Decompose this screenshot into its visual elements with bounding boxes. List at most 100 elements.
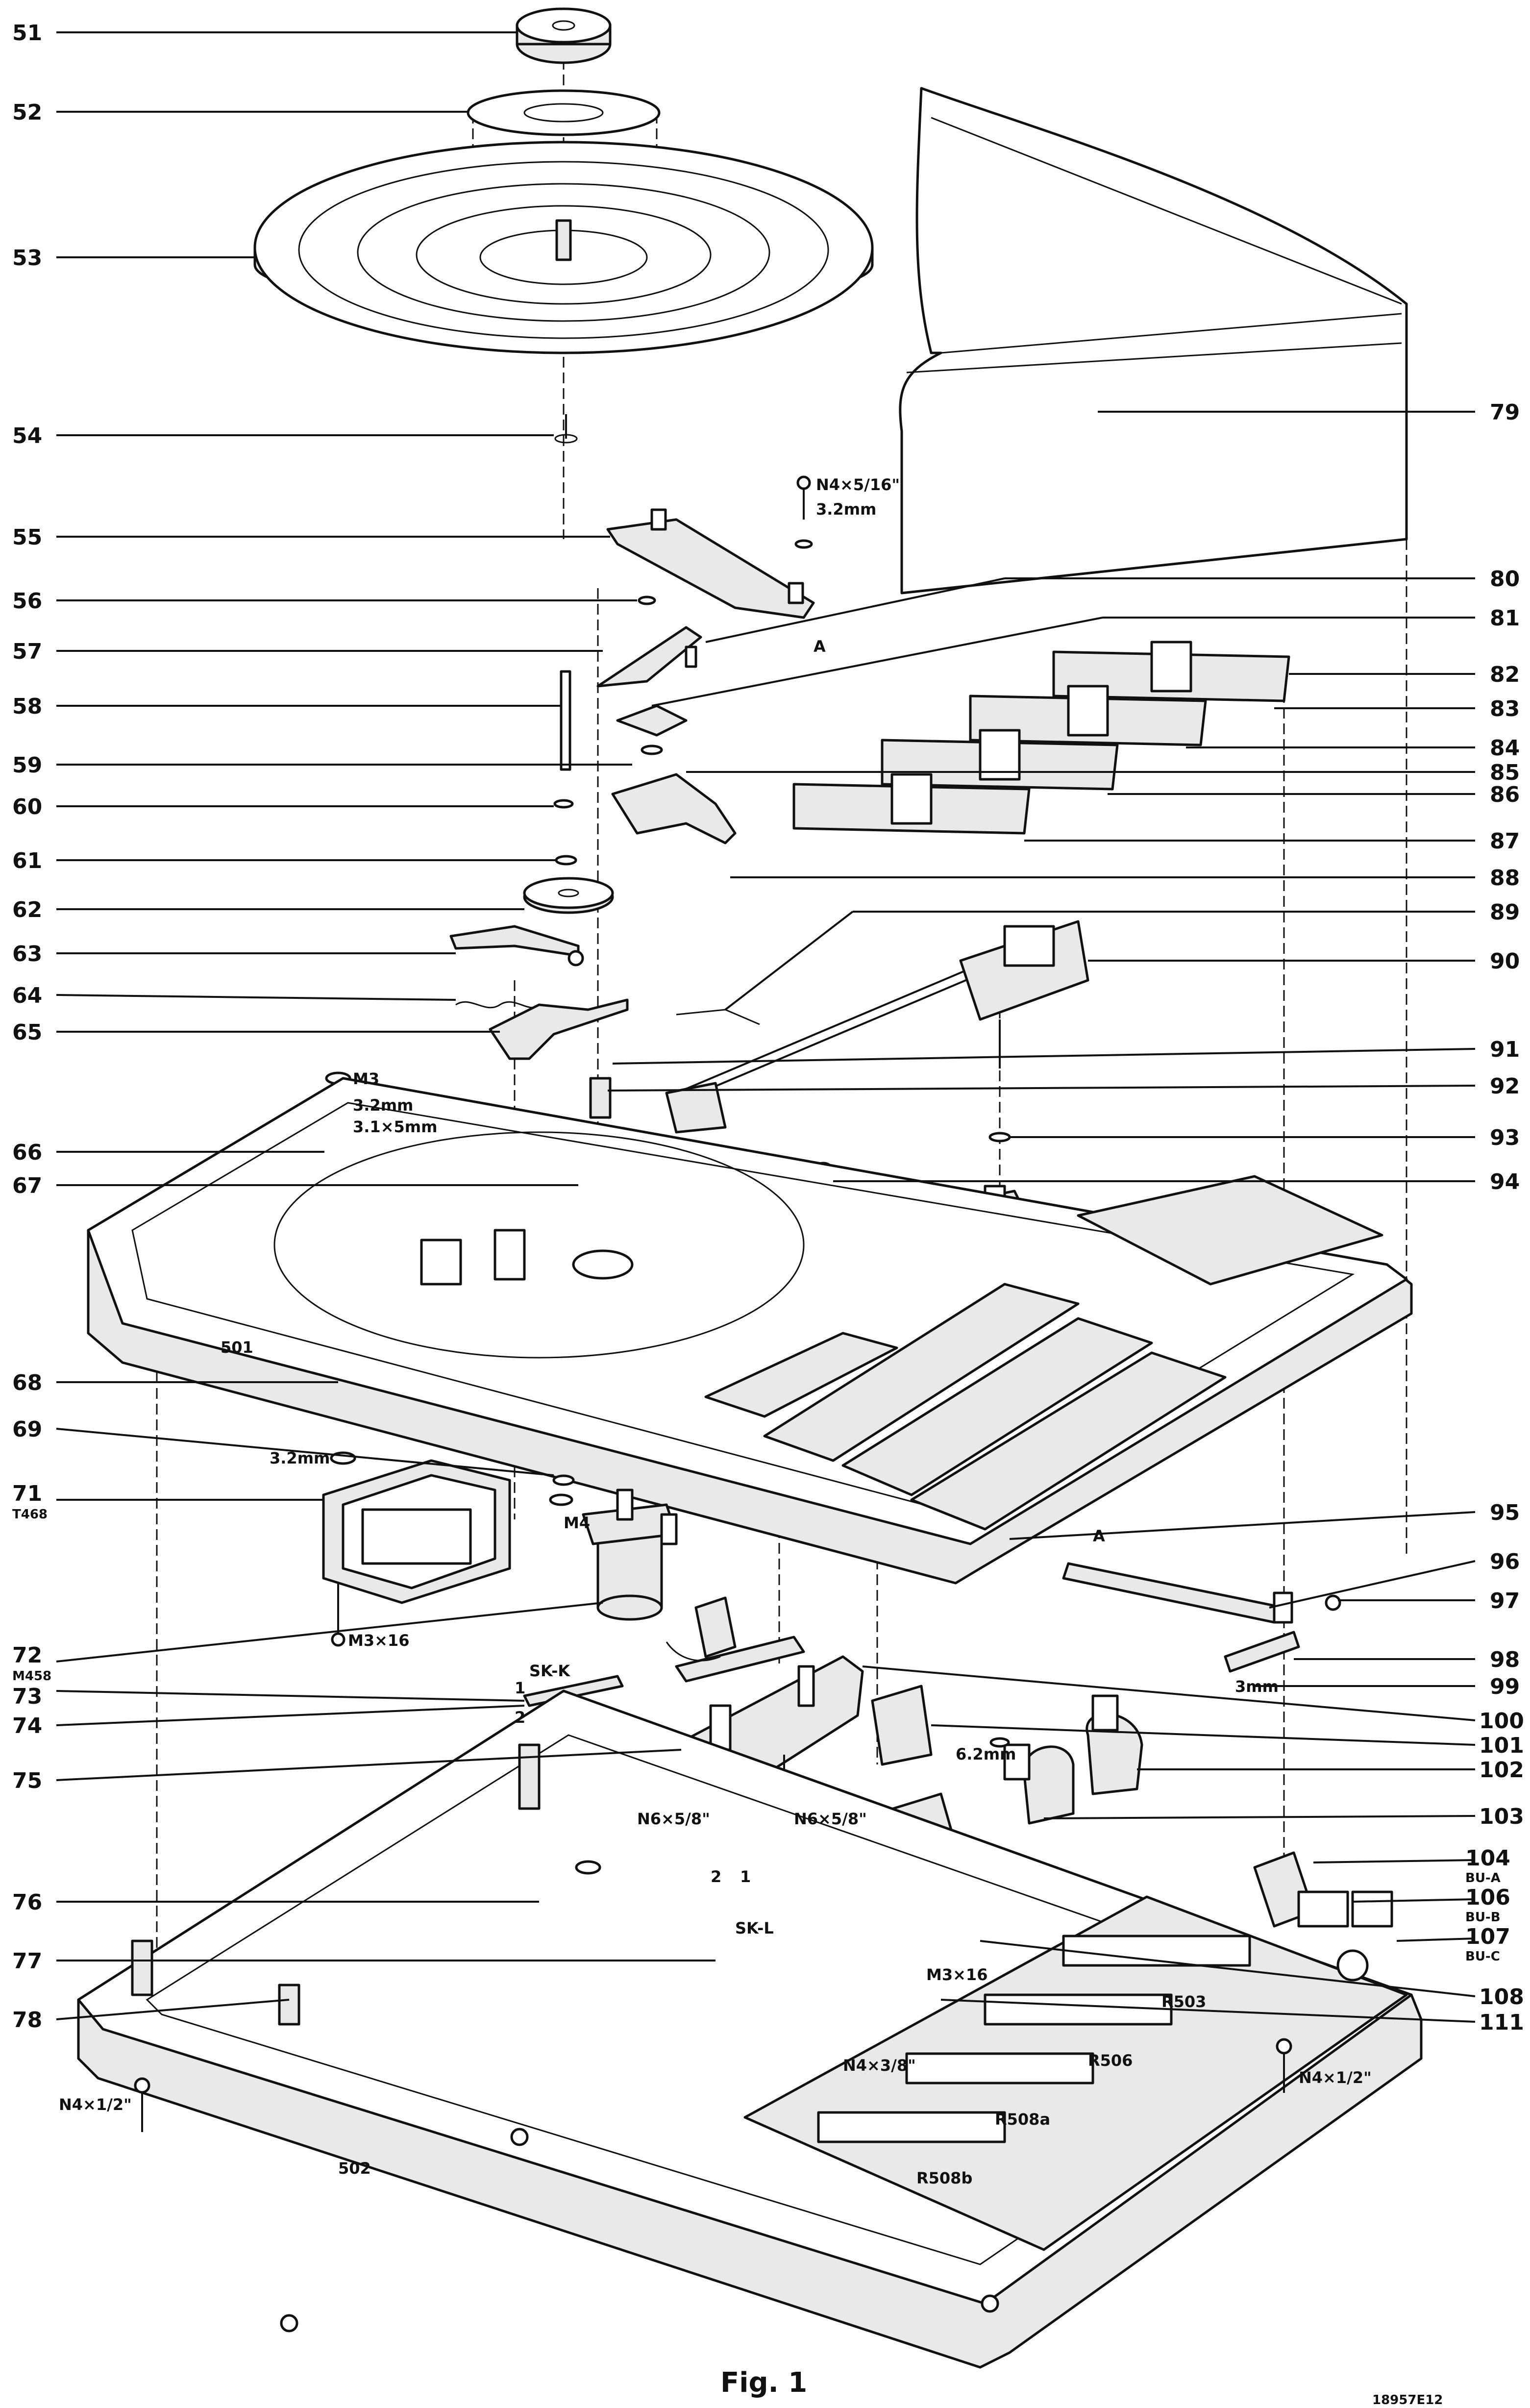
callout-53: 53: [12, 246, 42, 271]
drawing-code: 18957E12: [1372, 2393, 1443, 2408]
callout-99: 99: [1490, 1674, 1520, 1699]
callout-54: 54: [12, 423, 42, 448]
callout-78: 78: [12, 2008, 42, 2033]
washer-32mm-left-label: 3.2mm: [353, 1096, 413, 1115]
washer-32mm-top-label: 3.2mm: [816, 500, 876, 519]
callout-60: 60: [12, 794, 42, 819]
callout-94: 94: [1490, 1169, 1520, 1194]
callout-56: 56: [12, 589, 42, 614]
callout-92: 92: [1490, 1074, 1520, 1099]
callout-91: 91: [1490, 1037, 1520, 1062]
transformer: [322, 1459, 511, 1647]
arrow-a-mid-label: A: [1093, 1527, 1105, 1545]
callout-107-sub: BU-C: [1465, 1949, 1500, 1964]
callout-95: 95: [1490, 1500, 1520, 1525]
washer-3mm-label: 3mm: [1235, 1677, 1279, 1696]
callout-55: 55: [12, 525, 42, 550]
callout-59: 59: [12, 753, 42, 778]
deck-501-label: 501: [221, 1338, 253, 1357]
central-mechanism: [449, 596, 737, 1060]
turntable-mat: [467, 89, 661, 136]
pin-1-top-label: 1: [515, 1679, 525, 1697]
callout-65: 65: [12, 1020, 42, 1045]
callout-98: 98: [1490, 1647, 1520, 1672]
key-buttons: [792, 641, 1290, 835]
callout-77: 77: [12, 1949, 42, 1974]
screw-m3x16-motor-label: M3×16: [348, 1631, 409, 1650]
screw-n4-516-label: N4×5/16": [816, 475, 900, 494]
screw-n6-right-label: N6×5/8": [794, 1810, 867, 1828]
callout-87: 87: [1490, 829, 1520, 854]
callout-73: 73: [12, 1684, 42, 1709]
callout-107: 107: [1465, 1924, 1510, 1949]
figure-caption: Fig. 1: [720, 2367, 807, 2399]
callout-61: 61: [12, 848, 42, 873]
resistor-r508a-label: R508a: [995, 2110, 1050, 2129]
resistor-r508b-label: R508b: [916, 2169, 972, 2187]
callout-85: 85: [1490, 760, 1520, 785]
washer-62mm-label: 6.2mm: [956, 1745, 1016, 1763]
motor: [549, 1474, 678, 1621]
callout-104-sub: BU-A: [1465, 1871, 1501, 1886]
callouts-right: 79 80 81 82 83 84 85 86 87 88 89 90 91 9…: [607, 400, 1524, 2035]
callout-72: 72: [12, 1643, 42, 1668]
callout-97: 97: [1490, 1589, 1520, 1614]
callout-68: 68: [12, 1370, 42, 1395]
bottom-case: [77, 1689, 1423, 2369]
callout-83: 83: [1490, 696, 1520, 721]
platter: [253, 141, 874, 354]
callouts-left: 51 52 53 54 55 56 57 58 59 60 61 62 63 6…: [12, 21, 716, 2033]
screw-n6-left-label: N6×5/8": [637, 1810, 710, 1828]
callout-66: 66: [12, 1140, 42, 1165]
callout-72-sub: M458: [12, 1669, 51, 1684]
callout-101: 101: [1479, 1733, 1524, 1758]
callout-81: 81: [1490, 606, 1520, 631]
callout-74: 74: [12, 1713, 42, 1738]
callout-64: 64: [12, 983, 42, 1008]
callout-93: 93: [1490, 1125, 1520, 1150]
clip: [554, 414, 578, 444]
washer-69-label: 3.2mm: [270, 1449, 330, 1467]
callout-90: 90: [1490, 949, 1520, 974]
callout-67: 67: [12, 1173, 42, 1198]
screw-n4-12-right-label: N4×1/2": [1299, 2068, 1372, 2087]
callout-51: 51: [12, 21, 42, 46]
callout-80: 80: [1490, 567, 1520, 592]
callout-84: 84: [1490, 736, 1520, 761]
callout-89: 89: [1490, 900, 1520, 925]
screw-m4-label: M4: [564, 1514, 590, 1532]
screw-n4-12-left-label: N4×1/2": [59, 2095, 132, 2114]
callout-106-sub: BU-B: [1465, 1910, 1501, 1925]
annotations: N4×5/16" 3.2mm A M3 3.2mm 3.1×5mm 501 3.…: [59, 475, 1372, 2187]
callout-76: 76: [12, 1890, 42, 1915]
callout-100: 100: [1479, 1709, 1524, 1734]
screw-m3x16-pcb-label: M3×16: [926, 1965, 987, 1984]
case-502-label: 502: [338, 2159, 371, 2178]
spindle-knob: [516, 7, 612, 64]
screw-n4-38-label: N4×3/8": [843, 2056, 916, 2075]
callout-86: 86: [1490, 782, 1520, 807]
callout-103: 103: [1479, 1804, 1524, 1829]
deck-plate: [87, 1077, 1413, 1585]
callout-71: 71: [12, 1481, 42, 1506]
callout-106: 106: [1465, 1885, 1510, 1910]
dust-cover: [899, 87, 1408, 595]
callout-96: 96: [1490, 1549, 1520, 1574]
callout-71-sub: T468: [12, 1507, 48, 1522]
pin-2-top-label: 2: [515, 1708, 525, 1727]
callout-82: 82: [1490, 662, 1520, 687]
resistor-r506-label: R506: [1088, 2051, 1133, 2070]
callout-79: 79: [1490, 400, 1520, 425]
pin-2-bottom-label: 2: [711, 1867, 721, 1886]
callout-102: 102: [1479, 1758, 1524, 1783]
resistor-r503-label: R503: [1161, 1992, 1206, 2011]
callout-58: 58: [12, 694, 42, 719]
switch-sk-k-label: SK-K: [529, 1662, 570, 1680]
screw-m3-label: M3: [353, 1069, 379, 1088]
switch-sk-k: [523, 1675, 624, 1707]
spacer-31x5-label: 3.1×5mm: [353, 1117, 437, 1136]
callout-111: 111: [1479, 2010, 1524, 2035]
callout-52: 52: [12, 100, 42, 125]
top-bracket: [606, 475, 815, 619]
